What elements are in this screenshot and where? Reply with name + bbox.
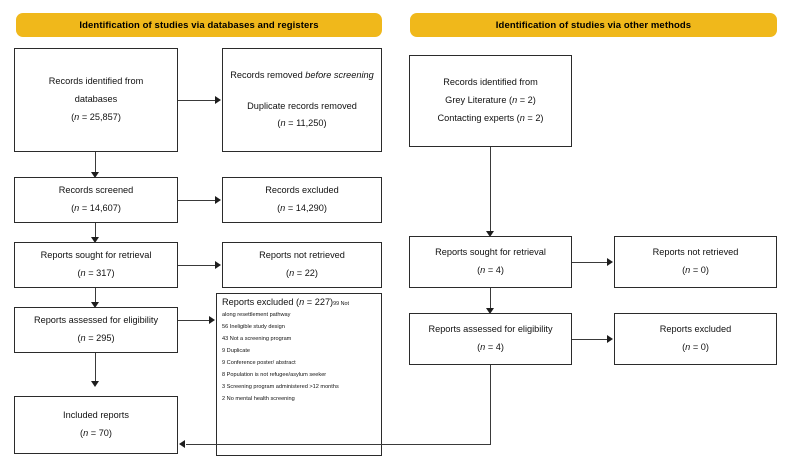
box-reports-assessed-eligibility: Reports assessed for eligibility (n = 29…: [14, 307, 178, 353]
exclusion-reason: 56 Ineligible study design: [222, 323, 285, 330]
records-excluded-count: (n = 14,290): [277, 203, 327, 213]
connector-sought-to-not-retrieved: [178, 265, 216, 267]
other-reports-assessed-count: (n = 4): [477, 342, 504, 352]
box-records-removed-before-screening: Records removed before screening Duplica…: [222, 48, 382, 152]
header-other-methods: Identification of studies via other meth…: [410, 13, 777, 37]
records-removed-spacer: [228, 85, 376, 98]
connector-other-sought-to-not-retrieved: [572, 262, 608, 264]
box-other-reports-not-retrieved: Reports not retrieved (n = 0): [614, 236, 777, 288]
records-removed-count: (n = 11,250): [277, 118, 327, 129]
connector-assessed-to-included: [95, 353, 97, 385]
arrowhead-screened-to-excluded: [215, 196, 221, 204]
exclusion-reason: 2 No mental health screening: [222, 395, 295, 402]
other-records-identified-grey-literature: Grey Literature (n = 2): [445, 95, 536, 106]
reports-assessed-count: (n = 295): [77, 333, 115, 343]
box-included-reports: Included reports (n = 70): [14, 396, 178, 454]
connector-screened-to-sought: [95, 223, 97, 241]
arrowhead-other-assessed-to-excluded: [607, 335, 613, 343]
other-reports-excluded-count: (n = 0): [682, 342, 709, 352]
reports-sought-label: Reports sought for retrieval: [40, 250, 152, 261]
reports-not-retrieved-label: Reports not retrieved: [259, 250, 345, 261]
records-excluded-label: Records excluded: [265, 185, 339, 196]
records-removed-line2: Duplicate records removed: [247, 100, 357, 111]
box-other-reports-sought-retrieval: Reports sought for retrieval (n = 4): [409, 236, 572, 288]
arrowhead-assessed-to-included: [91, 381, 99, 387]
records-identified-line1: Records identified from: [48, 76, 144, 87]
connector-identified-to-removed: [178, 100, 216, 102]
reports-not-retrieved-count: (n = 22): [286, 268, 318, 278]
reports-excluded-reasons-head: Reports excluded (n = 227)99 Not: [222, 297, 349, 307]
records-identified-line2: databases: [74, 94, 118, 105]
box-records-identified-other-methods: Records identified from Grey Literature …: [409, 55, 572, 147]
connector-other-assessed-down: [490, 365, 492, 445]
other-reports-excluded-label: Reports excluded: [659, 324, 732, 335]
header-databases-registers-label: Identification of studies via databases …: [79, 19, 319, 31]
exclusion-reason: 9 Conference poster/ abstract: [222, 359, 296, 366]
box-reports-not-retrieved: Reports not retrieved (n = 22): [222, 242, 382, 288]
other-records-identified-line1: Records identified from: [443, 77, 538, 88]
box-other-reports-assessed-eligibility: Reports assessed for eligibility (n = 4): [409, 313, 572, 365]
reports-assessed-label: Reports assessed for eligibility: [33, 315, 159, 326]
connector-other-assessed-to-included: [186, 444, 491, 446]
box-reports-excluded-reasons: Reports excluded (n = 227)99 Not along r…: [216, 293, 382, 456]
exclusion-reason: 9 Duplicate: [222, 347, 250, 354]
records-screened-count: (n = 14,607): [71, 203, 121, 213]
arrowhead-sought-to-assessed: [91, 302, 99, 308]
box-reports-sought-retrieval: Reports sought for retrieval (n = 317): [14, 242, 178, 288]
other-reports-not-retrieved-label: Reports not retrieved: [652, 247, 739, 258]
records-removed-line1: Records removed before screening: [230, 69, 374, 80]
connector-assessed-to-excluded-reasons: [178, 320, 210, 322]
header-other-methods-label: Identification of studies via other meth…: [495, 19, 692, 31]
arrowhead-other-sought-to-not-retrieved: [607, 258, 613, 266]
arrowhead-sought-to-not-retrieved: [215, 261, 221, 269]
connector-screened-to-excluded: [178, 200, 216, 202]
exclusion-reason: 43 Not a screening program: [222, 335, 292, 342]
other-reports-assessed-label: Reports assessed for eligibility: [428, 324, 553, 335]
arrowhead-other-assessed-to-included: [179, 440, 185, 448]
included-reports-count: (n = 70): [80, 428, 112, 438]
included-reports-label: Included reports: [63, 410, 129, 421]
connector-other-sought-to-assessed: [490, 288, 492, 312]
exclusion-reason: 3 Screening program administered >12 mon…: [222, 383, 339, 390]
records-identified-count: (n = 25,857): [71, 111, 121, 122]
arrowhead-screened-to-sought: [91, 237, 99, 243]
box-other-reports-excluded: Reports excluded (n = 0): [614, 313, 777, 365]
arrowhead-identified-to-removed: [215, 96, 221, 104]
header-databases-registers: Identification of studies via databases …: [16, 13, 382, 37]
connector-identified-to-screened: [95, 152, 97, 176]
arrowhead-identified-to-screened: [91, 172, 99, 178]
connector-sought-to-assessed: [95, 288, 97, 306]
box-records-screened: Records screened (n = 14,607): [14, 177, 178, 223]
box-records-identified-databases: Records identified from databases (n = 2…: [14, 48, 178, 152]
connector-other-assessed-to-excluded: [572, 339, 608, 341]
other-records-identified-contacting-experts: Contacting experts (n = 2): [437, 112, 544, 123]
arrowhead-other-identified-to-sought: [486, 231, 494, 237]
connector-other-identified-to-sought: [490, 147, 492, 235]
reports-sought-count: (n = 317): [77, 268, 115, 278]
arrowhead-assessed-to-excluded-reasons: [209, 316, 215, 324]
exclusion-reason: along resettlement pathway: [222, 311, 291, 318]
other-reports-sought-count: (n = 4): [477, 265, 504, 275]
arrowhead-other-sought-to-assessed: [486, 308, 494, 314]
other-reports-not-retrieved-count: (n = 0): [682, 265, 709, 275]
records-screened-label: Records screened: [58, 185, 134, 196]
other-reports-sought-label: Reports sought for retrieval: [435, 247, 546, 258]
exclusion-reason: 8 Population is not refugee/asylum seeke…: [222, 371, 327, 378]
box-records-excluded: Records excluded (n = 14,290): [222, 177, 382, 223]
